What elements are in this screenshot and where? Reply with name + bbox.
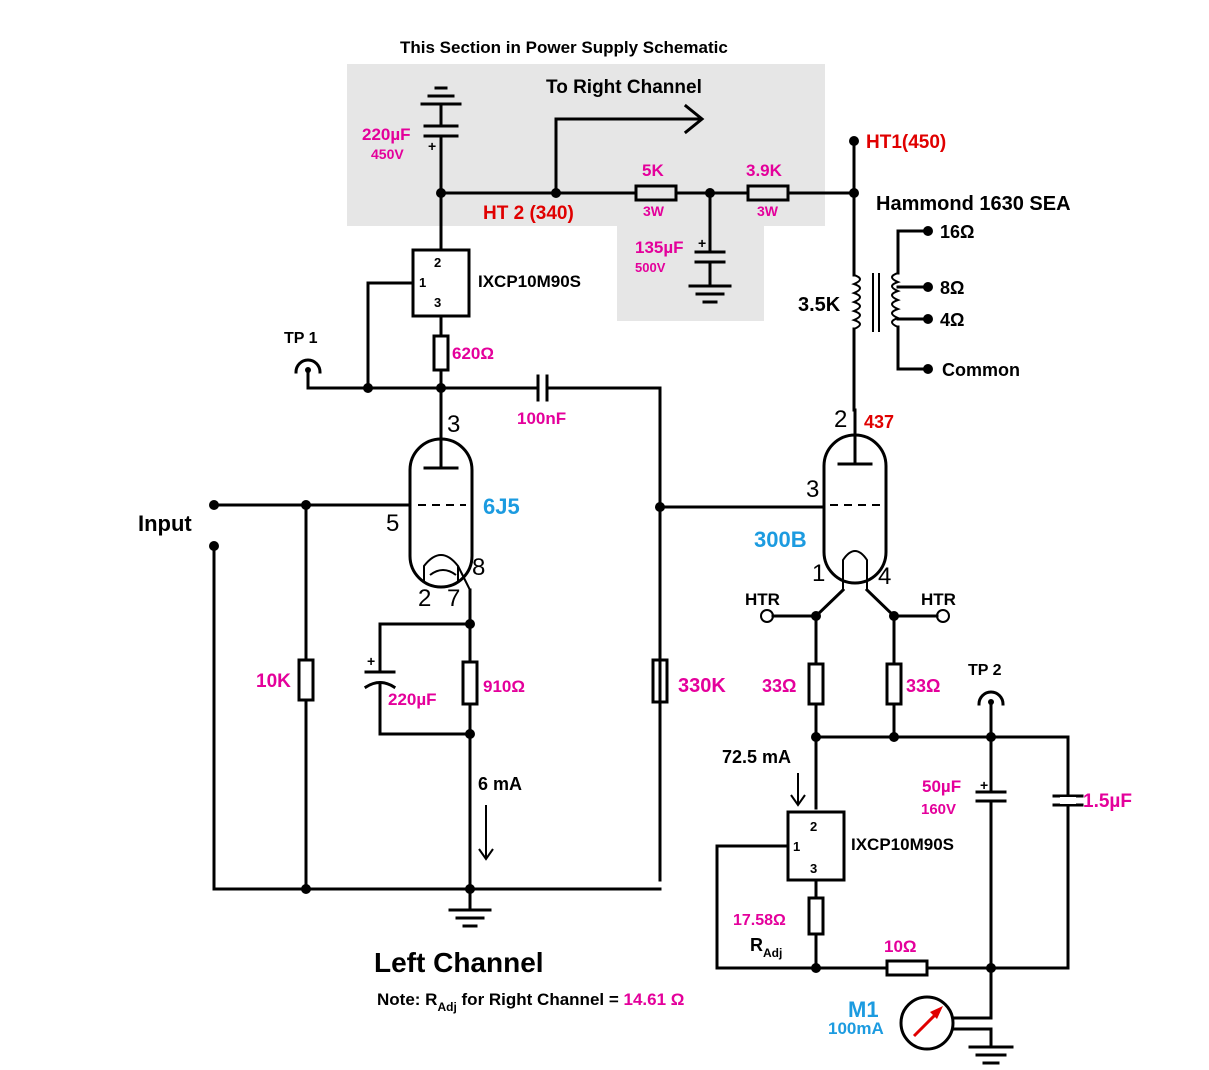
cap-220uf-top-voltage: 450V bbox=[371, 146, 404, 162]
resistor-3-9k bbox=[746, 184, 790, 202]
cap-50uf-voltage: 160V bbox=[921, 801, 956, 818]
resistor-910 bbox=[461, 660, 479, 706]
resistor-3-9k-value: 3.9K bbox=[746, 161, 783, 180]
cap-50-plus: + bbox=[980, 777, 988, 793]
transformer-label: Hammond 1630 SEA bbox=[876, 193, 1071, 215]
6j5-pin-plate: 3 bbox=[447, 411, 460, 438]
resistor-10-value: 10Ω bbox=[884, 937, 917, 956]
resistor-10k-value: 10K bbox=[256, 671, 291, 692]
current-6ma: 6 mA bbox=[478, 774, 522, 794]
tp1-label: TP 1 bbox=[284, 330, 318, 347]
resistor-910-value: 910Ω bbox=[483, 677, 525, 696]
300b-pin-grid: 3 bbox=[806, 476, 819, 503]
reg1-pin1: 1 bbox=[419, 275, 426, 290]
cap-220uf-top-value: 220µF bbox=[362, 125, 411, 144]
test-point-1 bbox=[294, 358, 322, 390]
resistor-33-left bbox=[807, 662, 825, 706]
capacitor-1-5uf bbox=[1052, 794, 1084, 807]
cap-100nf-value: 100nF bbox=[517, 409, 566, 428]
current-arrow-72-5ma bbox=[790, 773, 806, 807]
300b-pin-plate: 2 bbox=[834, 406, 847, 433]
input-label: Input bbox=[138, 511, 192, 536]
channel-title: Left Channel bbox=[374, 947, 544, 978]
resistor-33-left-value: 33Ω bbox=[762, 676, 796, 696]
meter-m1 bbox=[899, 995, 955, 1051]
cap-135uf-value: 135µF bbox=[635, 238, 684, 257]
ps-section-title: This Section in Power Supply Schematic bbox=[400, 38, 728, 57]
output-transformer bbox=[851, 191, 933, 412]
capacitor-100nf bbox=[536, 374, 662, 882]
htr-right-label: HTR bbox=[921, 590, 956, 609]
tap-4-ohm: 4Ω bbox=[940, 310, 964, 330]
tap-16-ohm: 16Ω bbox=[940, 222, 974, 242]
cap-135uf-voltage: 500V bbox=[635, 260, 666, 275]
radj-note: Note: RAdj for Right Channel = 14.61 Ω bbox=[377, 990, 684, 1014]
cap-plus-sign: + bbox=[428, 138, 436, 154]
resistor-17-58 bbox=[807, 896, 825, 936]
ixcp-bottom-label: IXCP10M90S bbox=[851, 835, 954, 854]
radj-label: RAdj bbox=[750, 935, 782, 960]
to-right-channel-label: To Right Channel bbox=[546, 77, 702, 98]
6j5-pin-heater-a: 2 bbox=[418, 585, 431, 612]
resistor-5k-watt: 3W bbox=[643, 203, 665, 219]
resistor-5k-value: 5K bbox=[642, 161, 664, 180]
reg2-pin2: 2 bbox=[810, 819, 817, 834]
300b-pin-filament-a: 1 bbox=[812, 560, 825, 587]
ixcp-top-label: IXCP10M90S bbox=[478, 272, 581, 291]
cap-220uf-cathode-value: 220µF bbox=[388, 690, 437, 709]
tap-8-ohm: 8Ω bbox=[940, 278, 964, 298]
reg2-pin1: 1 bbox=[793, 839, 800, 854]
current-72-5ma: 72.5 mA bbox=[722, 747, 791, 767]
capacitor-135uf bbox=[688, 191, 732, 304]
cap-cathode-plus: + bbox=[367, 653, 375, 669]
ground-symbol-left bbox=[448, 887, 492, 928]
tube-300b-label: 300B bbox=[754, 527, 807, 552]
resistor-330k-value: 330K bbox=[678, 675, 726, 697]
test-point-2 bbox=[977, 690, 1005, 739]
resistor-10k bbox=[297, 658, 315, 702]
primary-impedance: 3.5K bbox=[798, 294, 841, 316]
resistor-330k bbox=[651, 658, 669, 704]
resistor-17-58-value: 17.58Ω bbox=[733, 912, 786, 929]
resistor-33-right-value: 33Ω bbox=[906, 676, 940, 696]
cap-135-plus: + bbox=[698, 235, 706, 251]
meter-m1-label: M1 bbox=[848, 997, 879, 1022]
tap-common: Common bbox=[942, 360, 1020, 380]
reg1-pin3: 3 bbox=[434, 295, 441, 310]
reg2-pin3: 3 bbox=[810, 861, 817, 876]
resistor-620-value: 620Ω bbox=[452, 344, 494, 363]
resistor-620 bbox=[432, 334, 450, 372]
cap-50uf-value: 50µF bbox=[922, 777, 961, 796]
resistor-3-9k-watt: 3W bbox=[757, 203, 779, 219]
tube-6j5-label: 6J5 bbox=[483, 494, 520, 519]
capacitor-220uf-cathode bbox=[363, 670, 472, 736]
reg1-pin2: 2 bbox=[434, 255, 441, 270]
ground-symbol-right bbox=[968, 1045, 1014, 1065]
ht2-label: HT 2 (340) bbox=[483, 203, 574, 224]
tube-300b bbox=[822, 408, 888, 590]
300b-pin-filament-b: 4 bbox=[878, 563, 891, 590]
to-right-channel-arrow bbox=[554, 103, 705, 195]
resistor-10 bbox=[885, 959, 929, 977]
cap-1-5uf-value: 1.5µF bbox=[1083, 791, 1132, 812]
plate-voltage: 437 bbox=[864, 412, 894, 432]
capacitor-220uf-top bbox=[420, 86, 462, 195]
meter-m1-range: 100mA bbox=[828, 1019, 884, 1038]
current-arrow-6ma bbox=[478, 805, 494, 861]
resistor-33-right bbox=[885, 662, 903, 706]
htr-left-label: HTR bbox=[745, 590, 780, 609]
resistor-5k bbox=[634, 184, 678, 202]
capacitor-50uf bbox=[975, 735, 1007, 970]
6j5-pin-cathode: 8 bbox=[472, 554, 485, 581]
tube-6j5 bbox=[408, 437, 474, 591]
ht1-label: HT1(450) bbox=[866, 132, 946, 153]
6j5-pin-heater-b: 7 bbox=[447, 585, 460, 612]
tp2-label: TP 2 bbox=[968, 662, 1002, 679]
6j5-pin-grid: 5 bbox=[386, 510, 399, 537]
